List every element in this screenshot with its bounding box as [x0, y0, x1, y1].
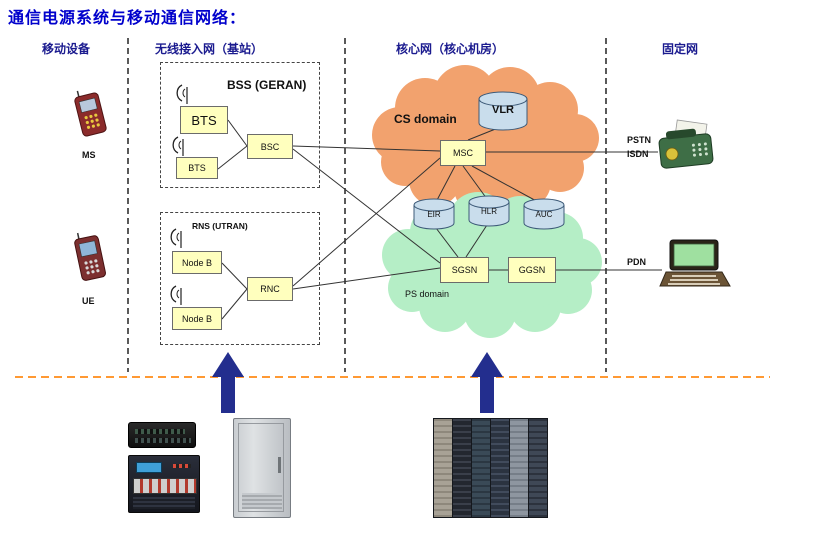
- cabinet-door: [238, 423, 284, 512]
- hlr-label: HLR: [480, 206, 497, 216]
- node-nodeb-2: Node B: [172, 307, 222, 330]
- node-bts-2: BTS: [176, 157, 218, 179]
- pstn-phone-icon: [658, 119, 714, 169]
- cs-domain-cloud: [372, 65, 599, 214]
- server-rack: [472, 419, 490, 517]
- auc-label: AUC: [535, 209, 553, 219]
- ps-domain-label: PS domain: [405, 289, 450, 299]
- power-system-vents: [133, 497, 195, 509]
- power-system-image: [128, 455, 200, 513]
- page-title: 通信电源系统与移动通信网络：: [8, 10, 247, 27]
- up-arrow-icon: [212, 352, 244, 413]
- power-supply-arrows: [212, 352, 503, 413]
- node-rnc: RNC: [247, 277, 293, 301]
- cabinet-handle: [278, 457, 281, 473]
- hlr-cylinder: [468, 202, 510, 227]
- ms-label: MS: [82, 150, 96, 160]
- server-rack: [510, 419, 528, 517]
- rns-group-box: [160, 212, 320, 345]
- ue-label: UE: [82, 296, 95, 306]
- eir-cylinder: [413, 205, 455, 230]
- isdn-label: ISDN: [627, 149, 649, 159]
- power-system-leds: [173, 464, 191, 468]
- cs-domain-label: CS domain: [394, 112, 457, 126]
- column-header-mobile-device: 移动设备: [42, 42, 91, 56]
- rack-switch-image: [128, 422, 196, 448]
- node-bts-1: BTS: [180, 106, 228, 134]
- server-racks-image: [433, 418, 548, 518]
- column-header-radio-access-network: 无线接入网（基站）: [155, 42, 264, 56]
- node-sgsn: SGSN: [440, 257, 489, 283]
- server-rack: [529, 419, 547, 517]
- node-msc: MSC: [440, 140, 486, 166]
- server-rack: [434, 419, 452, 517]
- bss-group-box: [160, 62, 320, 188]
- connection-lines: [217, 119, 662, 320]
- pdn-laptop-icon: [659, 239, 731, 287]
- server-rack: [491, 419, 509, 517]
- outdoor-cabinet-image: [233, 418, 291, 518]
- database-cylinders: [413, 91, 565, 230]
- bss-label: BSS (GERAN): [227, 78, 307, 92]
- ms-phone-icon: [74, 90, 107, 137]
- power-system-display: [136, 462, 162, 473]
- ue-phone-icon: [74, 232, 106, 281]
- rns-label: RNS (UTRAN): [192, 221, 248, 231]
- node-bsc: BSC: [247, 134, 293, 159]
- switch-ports: [135, 438, 191, 443]
- auc-cylinder: [523, 205, 565, 230]
- eir-label: EIR: [427, 209, 441, 219]
- vlr-label: VLR: [492, 104, 514, 116]
- rectifier-modules: [133, 478, 197, 494]
- column-separators: [127, 38, 607, 372]
- server-rack: [453, 419, 471, 517]
- node-nodeb-1: Node B: [172, 251, 222, 274]
- node-ggsn: GGSN: [508, 257, 556, 283]
- ps-domain-cloud: [382, 192, 602, 338]
- up-arrow-icon: [471, 352, 503, 413]
- pstn-label: PSTN: [627, 135, 652, 145]
- column-header-fixed-network: 固定网: [662, 42, 699, 56]
- switch-ports: [135, 429, 185, 434]
- cabinet-vent: [242, 493, 282, 509]
- column-header-core-network: 核心网（核心机房）: [396, 42, 505, 56]
- pdn-label: PDN: [627, 257, 647, 267]
- vlr-cylinder: [478, 99, 528, 131]
